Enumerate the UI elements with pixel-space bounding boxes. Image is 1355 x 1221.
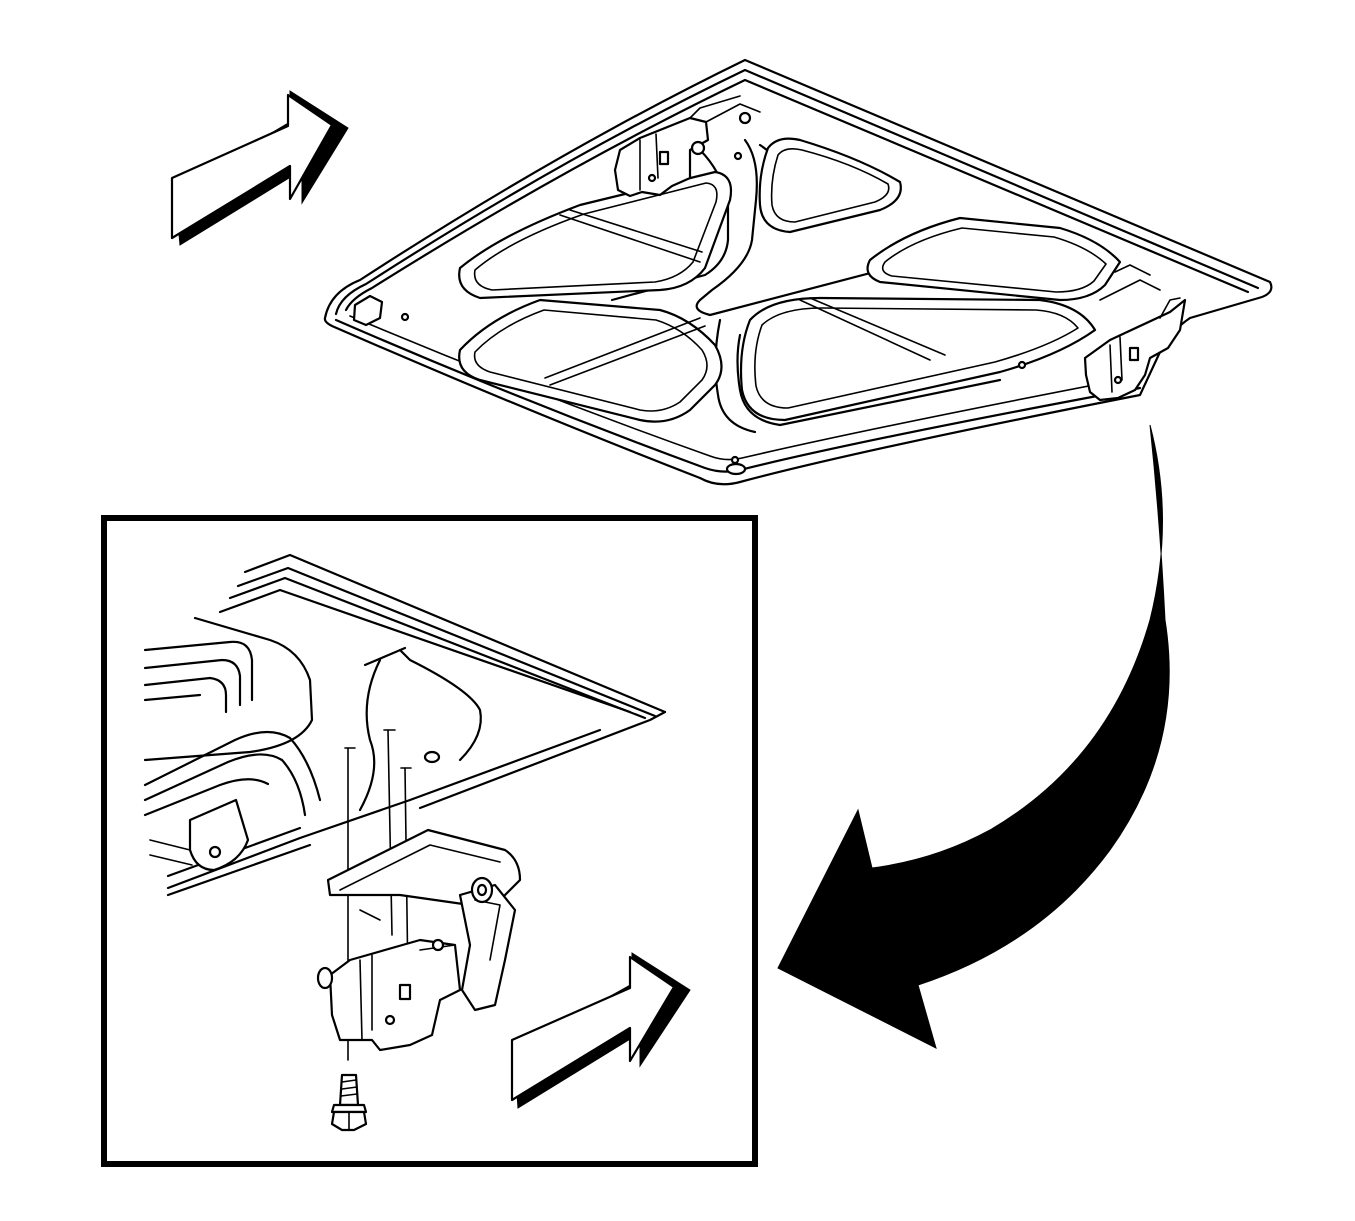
front-direction-arrow-top xyxy=(170,90,349,246)
hood-pocket-upper-center xyxy=(758,137,902,234)
hood-front-left-bracket xyxy=(352,294,384,327)
hood-hinge-lower-right xyxy=(1083,264,1187,402)
hood-reinforcement-closeup xyxy=(143,616,482,817)
hinge-detail-inset xyxy=(101,515,758,1167)
hood-panel-underside xyxy=(323,58,1273,486)
hood-hinge-upper xyxy=(613,95,761,198)
hood-pocket-lower-right xyxy=(739,296,1097,422)
front-direction-arrow-inset xyxy=(510,952,691,1109)
hood-clip-bracket xyxy=(149,798,250,872)
detail-callout-arrow[interactable] xyxy=(777,424,1170,1049)
hood-pocket-upper-left xyxy=(458,170,733,300)
hinge-bolt[interactable] xyxy=(330,1073,368,1132)
hood-edge-closeup xyxy=(166,553,667,897)
hood-hinge-closeup[interactable] xyxy=(316,828,522,1052)
